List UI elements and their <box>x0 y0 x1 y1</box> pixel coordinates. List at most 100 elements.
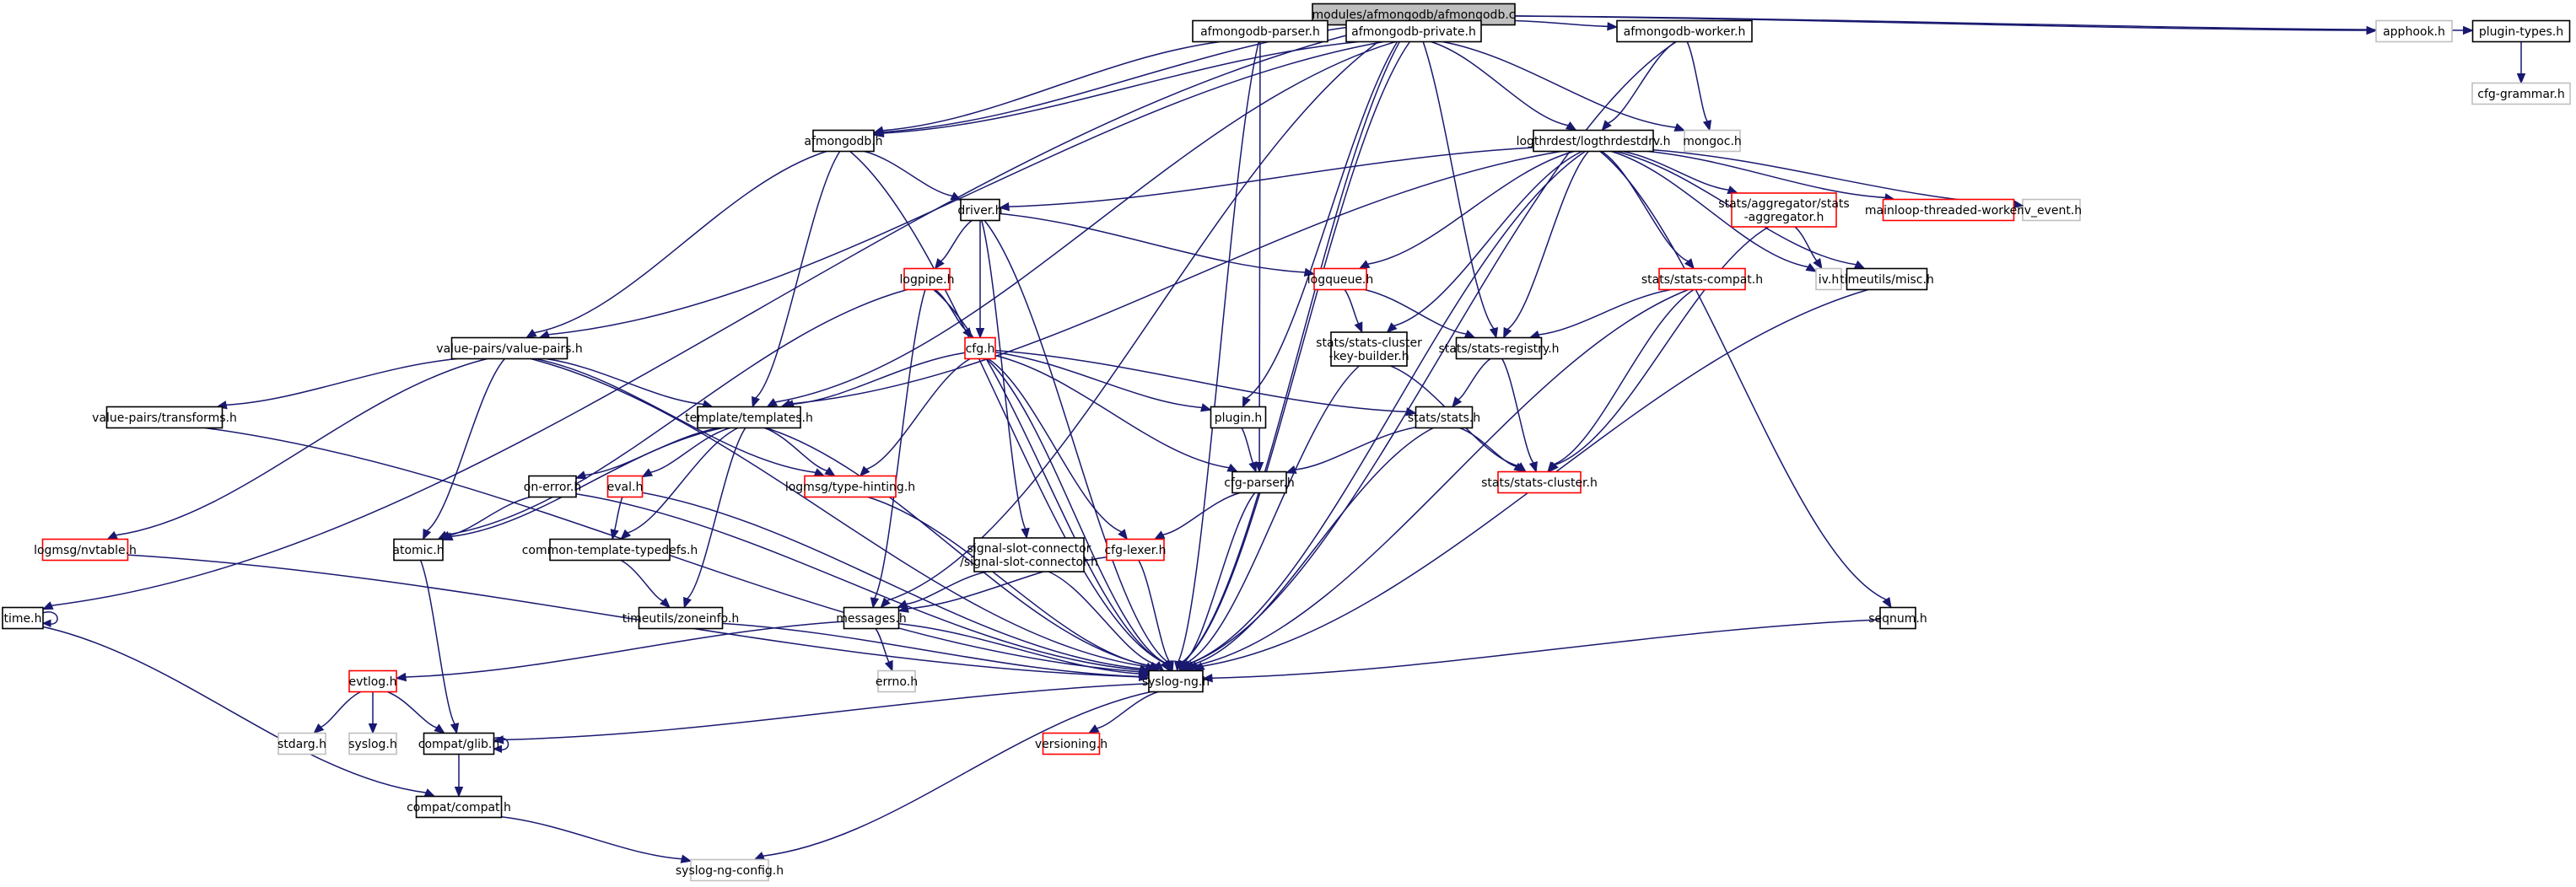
arrowhead <box>493 745 502 754</box>
node-statscompat[interactable]: stats/stats-compat.h <box>1641 267 1763 291</box>
edge-logthr-to-ivh <box>1611 150 1818 272</box>
node-syslogng[interactable]: syslog-ng.h <box>1142 669 1210 693</box>
node-sigslot[interactable]: signal-slot-connector/signal-slot-connec… <box>960 537 1098 573</box>
node-cfgparser[interactable]: cfg-parser.h <box>1224 470 1295 494</box>
node-timeh[interactable]: time.h <box>2 606 44 630</box>
node-cfgh[interactable]: cfg.h <box>964 336 996 360</box>
arrowhead <box>897 604 909 613</box>
node-typehint[interactable]: logmsg/type-hinting.h <box>785 475 915 498</box>
arrowhead <box>1405 407 1417 417</box>
edge-valuepairs-to-templates <box>546 357 714 409</box>
node-seqnum[interactable]: seqnum.h <box>1868 606 1927 630</box>
node-glib[interactable]: compat/glib.h <box>418 732 499 755</box>
node-errno[interactable]: errno.h <box>876 669 918 693</box>
arrowhead <box>859 465 870 477</box>
edge-messages-to-evtlog <box>395 621 844 682</box>
node-logqueue[interactable]: logqueue.h <box>1307 267 1374 291</box>
edge-cfgh-to-typehint <box>859 357 971 477</box>
node-cfggrammar[interactable]: cfg-grammar.h <box>2471 82 2571 105</box>
edge-private-to-mongoc <box>1442 40 1686 132</box>
node-ctypedefs[interactable]: common-template-typedefs.h <box>522 538 698 562</box>
edge-keybuilder-to-syslogng <box>1181 365 1360 672</box>
node-label: driver.h <box>957 204 1002 218</box>
node-label: plugin-types.h <box>2479 25 2563 39</box>
edge-logthr-to-registry <box>1503 151 1589 339</box>
node-nvtable[interactable]: logmsg/nvtable.h <box>34 538 137 562</box>
arrowhead <box>1118 529 1129 540</box>
node-driver[interactable]: driver.h <box>957 198 1003 222</box>
node-plugintypes[interactable]: plugin-types.h <box>2471 19 2571 43</box>
node-compat[interactable]: compat/compat.h <box>407 795 511 819</box>
arrowhead <box>1254 461 1264 473</box>
node-stdarg[interactable]: stdarg.h <box>278 732 326 755</box>
node-registry[interactable]: stats/stats-registry.h <box>1438 336 1560 360</box>
node-box <box>903 267 951 291</box>
node-logpipe[interactable]: logpipe.h <box>900 267 955 291</box>
node-parser[interactable]: afmongodb-parser.h <box>1192 19 1328 43</box>
node-ivh[interactable]: iv.h <box>1815 267 1842 291</box>
arrowhead <box>682 596 692 609</box>
node-templates[interactable]: template/templates.h <box>685 406 813 429</box>
node-box <box>348 669 397 693</box>
node-cfglexer[interactable]: cfg-lexer.h <box>1104 538 1167 562</box>
node-mongoc[interactable]: mongoc.h <box>1683 129 1742 153</box>
edge-messages-to-syslogng <box>898 623 1151 679</box>
node-atomic[interactable]: atomic.h <box>392 538 445 562</box>
node-messages[interactable]: messages.h <box>836 606 907 630</box>
node-label: seqnum.h <box>1868 612 1927 626</box>
edge-cfgh-to-pluginh <box>994 352 1212 412</box>
node-transforms[interactable]: value-pairs/transforms.h <box>92 406 237 429</box>
node-statscluster[interactable]: stats/stats-cluster.h <box>1481 470 1598 494</box>
node-label: messages.h <box>836 612 907 626</box>
edge-registry-to-statscluster <box>1501 358 1538 473</box>
node-zoneinfo[interactable]: timeutils/zoneinfo.h <box>622 606 740 630</box>
edge-logthr-to-driver <box>998 147 1534 212</box>
arrowhead <box>1354 321 1363 334</box>
node-label: modules/afmongodb/afmongodb.c <box>1312 8 1516 22</box>
arrowhead <box>525 328 537 339</box>
node-onerror[interactable]: on-error.h <box>524 475 581 498</box>
edge-plugintypes-to-cfggrammar <box>2516 41 2526 84</box>
edge-templates-to-typehint <box>764 427 836 477</box>
node-label: errno.h <box>876 675 918 689</box>
node-pluginh[interactable]: plugin.h <box>1210 406 1267 429</box>
node-mainloop[interactable]: mainloop-threaded-worker.h <box>1865 198 2032 222</box>
node-ivevent[interactable]: iv_event.h <box>2021 198 2082 222</box>
edge-sigslot-to-messages <box>896 571 988 609</box>
node-keybuilder[interactable]: stats/stats-cluster-key-builder.h <box>1316 331 1422 367</box>
node-label: syslog-ng.h <box>1142 675 1210 689</box>
node-syslogh[interactable]: syslog.h <box>348 732 397 755</box>
node-label: stats/stats-cluster <box>1316 336 1422 350</box>
arrowhead <box>313 723 325 734</box>
node-apphook[interactable]: apphook.h <box>2375 19 2453 43</box>
node-box <box>1330 331 1408 367</box>
node-label: logpipe.h <box>900 273 955 287</box>
node-label: timeutils/misc.h <box>1840 273 1934 287</box>
node-timemisc[interactable]: timeutils/misc.h <box>1840 267 1934 291</box>
arrowhead <box>1489 327 1499 339</box>
edge-afmongodbh-to-valuepairs <box>525 150 827 339</box>
node-worker[interactable]: afmongodb-worker.h <box>1616 19 1753 43</box>
node-versioning[interactable]: versioning.h <box>1035 732 1107 755</box>
edge-timeh-to-timeh <box>41 611 58 628</box>
node-config[interactable]: syslog-ng-config.h <box>676 858 784 882</box>
node-evtlog[interactable]: evtlog.h <box>348 669 397 693</box>
node-evalh[interactable]: eval.h <box>607 475 644 498</box>
node-private[interactable]: afmongodb-private.h <box>1345 19 1482 43</box>
arrowhead <box>1503 326 1512 339</box>
arrowhead <box>870 597 880 609</box>
edge-driver-to-cfgh <box>975 220 985 339</box>
arrowhead <box>1684 258 1695 270</box>
edge-root-to-messages <box>880 24 1405 609</box>
edge-cfgh-to-cfglexer <box>988 357 1129 540</box>
edge-cfglexer-to-syslogng <box>1138 560 1174 672</box>
node-afmongodbh[interactable]: afmongodb.h <box>804 129 883 153</box>
node-statsh[interactable]: stats/stats.h <box>1408 406 1480 429</box>
node-statsagg[interactable]: stats/aggregator/stats-aggregator.h <box>1718 192 1850 228</box>
node-box <box>1192 19 1328 43</box>
node-logthr[interactable]: logthrdest/logthrdestdrv.h <box>1517 129 1671 153</box>
node-box <box>843 606 900 630</box>
edge-cfgh-to-cfgparser <box>994 354 1239 473</box>
node-valuepairs[interactable]: value-pairs/value-pairs.h <box>436 336 583 360</box>
node-box <box>549 538 671 562</box>
